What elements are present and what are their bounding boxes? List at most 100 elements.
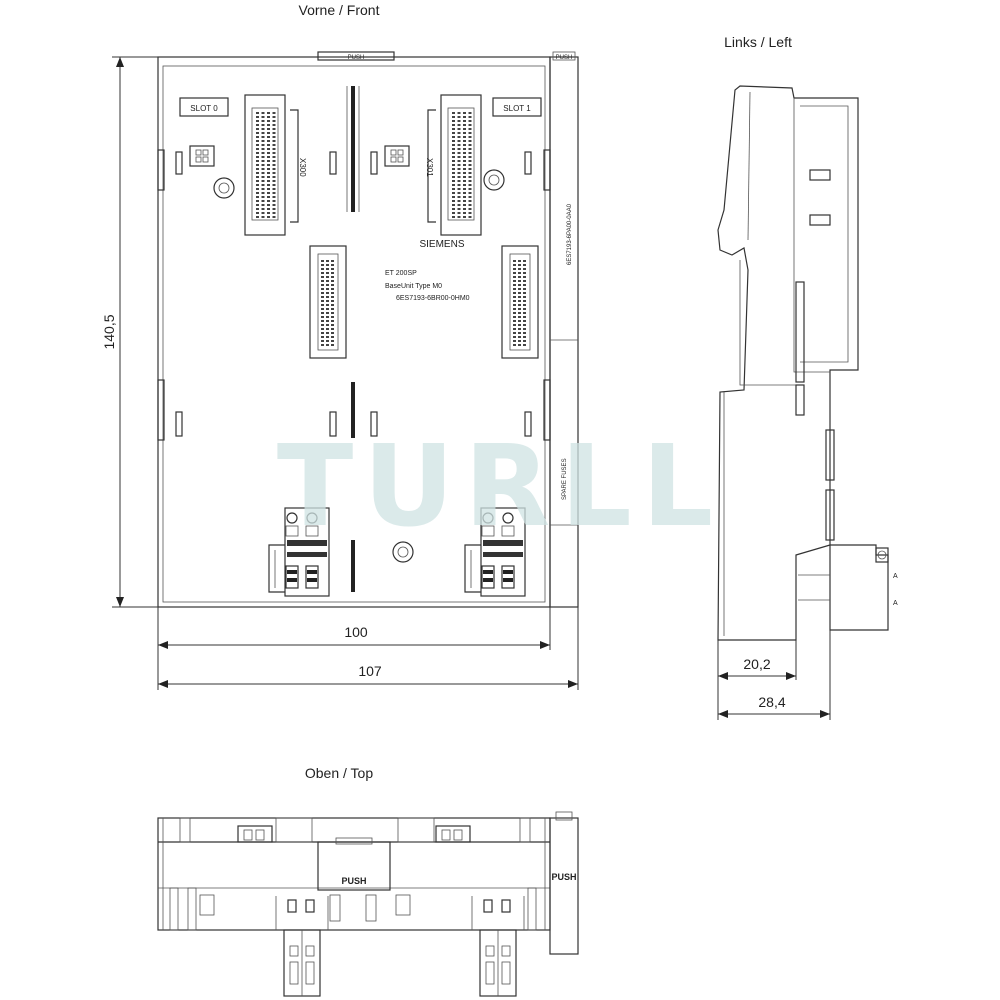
connector-pin (272, 124, 276, 126)
side-code-label: 6ES7193-6PA00-0AA0 (567, 203, 573, 265)
connector-pin (261, 164, 265, 166)
connector-pin (261, 212, 265, 214)
product-line2: BaseUnit Type M0 (385, 283, 442, 290)
connector-pin (256, 128, 259, 130)
connector-pin (463, 116, 466, 118)
connector-pin (261, 172, 265, 174)
connector-pin (468, 116, 472, 118)
connector-pin (463, 160, 466, 162)
connector-pin (331, 340, 334, 342)
connector-pin (518, 320, 521, 322)
connector-pin (326, 268, 329, 270)
connector-pin (523, 320, 526, 322)
connector-pin (331, 344, 334, 346)
connector-pin (261, 184, 265, 186)
connector-pin (452, 184, 455, 186)
connector-pin (272, 140, 276, 142)
connector-pin (463, 180, 466, 182)
connector-pin (272, 168, 276, 170)
connector-pin (331, 260, 334, 262)
connector-pin (463, 200, 466, 202)
connector-pin (326, 308, 329, 310)
connector-pin (267, 212, 270, 214)
connector-pin (261, 152, 265, 154)
connector-pin (267, 136, 270, 138)
top-terminal-screw (483, 899, 493, 913)
product-line3: 6ES7193-6BR00-0HM0 (396, 295, 470, 302)
connector-pin (267, 200, 270, 202)
connector-pin (272, 212, 276, 214)
connector-pin (457, 160, 461, 162)
connector-pin (463, 176, 466, 178)
connector-pin (272, 184, 276, 186)
connector-pin (261, 176, 265, 178)
connector-pin (457, 180, 461, 182)
connector-pin (261, 116, 265, 118)
connector-pin (513, 340, 516, 342)
connector-pin (463, 112, 466, 114)
dim-width-inner: 100 (344, 624, 368, 640)
connector-pin (463, 196, 466, 198)
top-view: PUSH PUSH (157, 811, 579, 997)
connector-pin (321, 268, 324, 270)
connector-pin (518, 328, 521, 330)
connector-pin (321, 296, 324, 298)
connector-pin (331, 332, 334, 334)
connector-pin (513, 336, 516, 338)
connector-pin (272, 112, 276, 114)
connector-pin (518, 336, 521, 338)
connector-pin (457, 148, 461, 150)
connector-pin (523, 336, 526, 338)
connector-pin (457, 200, 461, 202)
terminal-bar (483, 540, 523, 546)
connector-pin (261, 160, 265, 162)
connector-pin (523, 340, 526, 342)
connector-pin (326, 284, 329, 286)
connector-pin (452, 168, 455, 170)
connector-pin (272, 188, 276, 190)
connector-pin (331, 300, 334, 302)
spare-fuses-label: SPARE FUSES (562, 458, 568, 500)
connector-pin (267, 216, 270, 218)
connector-pin (468, 168, 472, 170)
connector-pin (457, 208, 461, 210)
connector-pin (256, 140, 259, 142)
connector-pin (463, 188, 466, 190)
connector-pin (457, 188, 461, 190)
connector-pin (463, 124, 466, 126)
connector-pin (518, 276, 521, 278)
connector-pin (261, 148, 265, 150)
pinsMidL-pins (321, 260, 334, 346)
connector-pin (513, 264, 516, 266)
connector-pin (272, 172, 276, 174)
connector-pin (261, 124, 265, 126)
connector-pin (261, 204, 265, 206)
connector-pin (256, 188, 259, 190)
connector-pin (463, 132, 466, 134)
top-terminal-slot (289, 961, 299, 985)
connector-pin (267, 152, 270, 154)
connector-pin (272, 196, 276, 198)
connector-pin (326, 296, 329, 298)
connector-pin (452, 112, 455, 114)
connector-pin (463, 216, 466, 218)
terminal-bracket (268, 544, 285, 593)
connector-pin (321, 344, 324, 346)
connector-pin (523, 324, 526, 326)
connector-pin (452, 124, 455, 126)
connector-pin (518, 280, 521, 282)
connector-pin (261, 216, 265, 218)
top-terminal-guide (471, 896, 525, 930)
left-mark-a: A (893, 573, 898, 580)
connector-pin (261, 188, 265, 190)
connector-pin (518, 308, 521, 310)
connector-pin (518, 316, 521, 318)
connector-pin (267, 184, 270, 186)
connector-pin (267, 160, 270, 162)
connector-pin (457, 116, 461, 118)
connector-pin (331, 284, 334, 286)
connector-pin (331, 316, 334, 318)
connector-pin (326, 332, 329, 334)
connector-pin (321, 264, 324, 266)
connector-pin (457, 168, 461, 170)
